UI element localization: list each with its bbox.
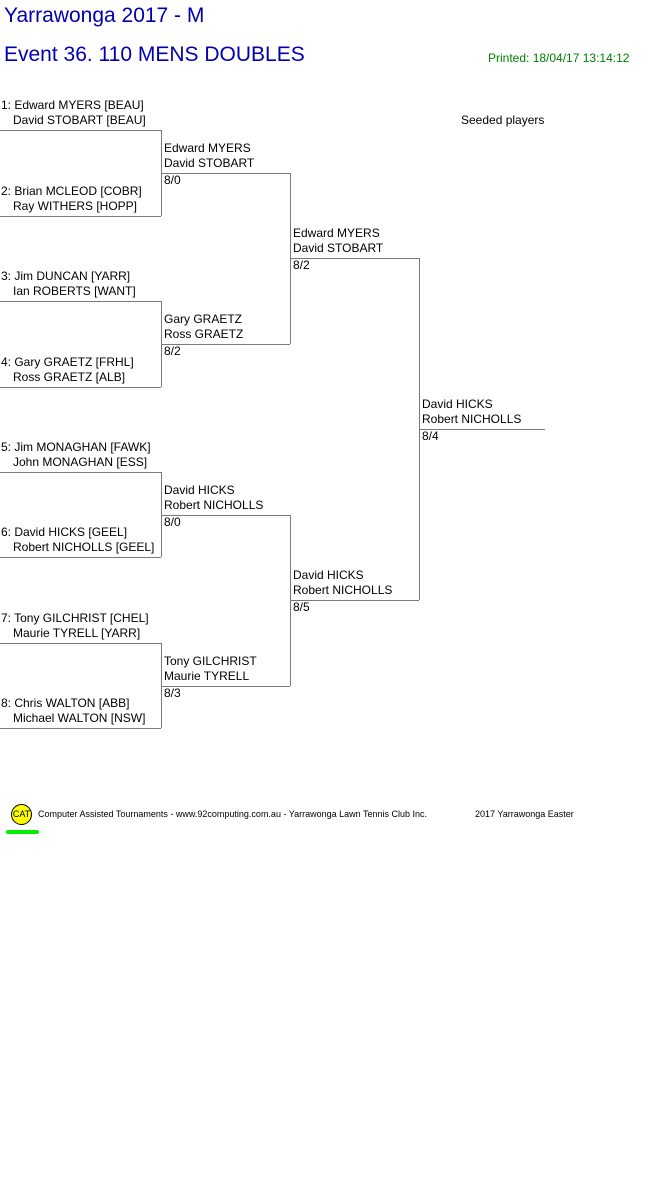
bracket-line (290, 258, 419, 259)
player-1-name: 2: Brian MCLEOD [COBR] (1, 184, 142, 198)
player-1-name: 3: Jim DUNCAN [YARR] (1, 269, 131, 283)
match-score: 8/3 (164, 686, 181, 700)
bracket-connector (161, 472, 162, 557)
match-score: 8/0 (164, 515, 181, 529)
match-score: 8/2 (164, 344, 181, 358)
bracket-line (0, 387, 161, 388)
bracket-line (0, 301, 161, 302)
player-2-name: Robert NICHOLLS [GEEL] (13, 540, 155, 554)
player-2-name: Maurie TYRELL [YARR] (13, 626, 141, 640)
seeded-players-label: Seeded players (461, 113, 545, 127)
bracket-connector (161, 643, 162, 728)
player-2-name: Ross GRAETZ [ALB] (13, 370, 126, 384)
player-1-name: 4: Gary GRAETZ [FRHL] (1, 355, 134, 369)
match-score: 8/0 (164, 173, 181, 187)
player-1-name: David HICKS (422, 397, 493, 411)
bracket-line (161, 686, 290, 687)
bracket-line (0, 216, 161, 217)
player-2-name: David STOBART (164, 156, 255, 170)
bracket-line (290, 600, 419, 601)
player-1-name: Gary GRAETZ (164, 312, 243, 326)
match-score: 8/5 (293, 600, 310, 614)
player-2-name: David STOBART [BEAU] (13, 113, 146, 127)
bracket-line (161, 515, 290, 516)
footer-event: 2017 Yarrawonga Easter (475, 809, 574, 819)
player-2-name: Ian ROBERTS [WANT] (13, 284, 136, 298)
match-score: 8/2 (293, 258, 310, 272)
bracket-line (0, 130, 161, 131)
player-2-name: Ross GRAETZ (164, 327, 244, 341)
player-1-name: 1: Edward MYERS [BEAU] (1, 98, 144, 112)
player-1-name: David HICKS (164, 483, 235, 497)
player-1-name: 7: Tony GILCHRIST [CHEL] (1, 611, 149, 625)
player-1-name: 6: David HICKS [GEEL] (1, 525, 128, 539)
player-1-name: Edward MYERS (164, 141, 251, 155)
player-2-name: Robert NICHOLLS (164, 498, 264, 512)
player-1-name: Tony GILCHRIST (164, 654, 257, 668)
bracket-line (0, 557, 161, 558)
player-2-name: Robert NICHOLLS (293, 583, 393, 597)
bracket-line (161, 173, 290, 174)
player-2-name: Robert NICHOLLS (422, 412, 522, 426)
bracket-line (0, 472, 161, 473)
bracket-line (0, 643, 161, 644)
printed-timestamp: Printed: 18/04/17 13:14:12 (488, 51, 630, 65)
player-2-name: Maurie TYRELL (164, 669, 250, 683)
player-1-name: 5: Jim MONAGHAN [FAWK] (1, 440, 151, 454)
cat-logo: CAT (11, 804, 32, 825)
player-2-name: Michael WALTON [NSW] (13, 711, 146, 725)
player-2-name: David STOBART (293, 241, 384, 255)
player-1-name: 8: Chris WALTON [ABB] (1, 696, 130, 710)
player-1-name: David HICKS (293, 568, 364, 582)
footer-credits: Computer Assisted Tournaments - www.92co… (38, 809, 428, 819)
player-1-name: Edward MYERS (293, 226, 380, 240)
player-2-name: John MONAGHAN [ESS] (13, 455, 148, 469)
match-score: 8/4 (422, 429, 439, 443)
bracket-line (0, 728, 161, 729)
player-2-name: Ray WITHERS [HOPP] (13, 199, 138, 213)
bracket-line (419, 429, 545, 430)
tournament-title: Yarrawonga 2017 - M (4, 4, 205, 27)
logo-underline (6, 830, 39, 834)
bracket-line (161, 344, 290, 345)
event-title: Event 36. 110 MENS DOUBLES (4, 43, 305, 66)
